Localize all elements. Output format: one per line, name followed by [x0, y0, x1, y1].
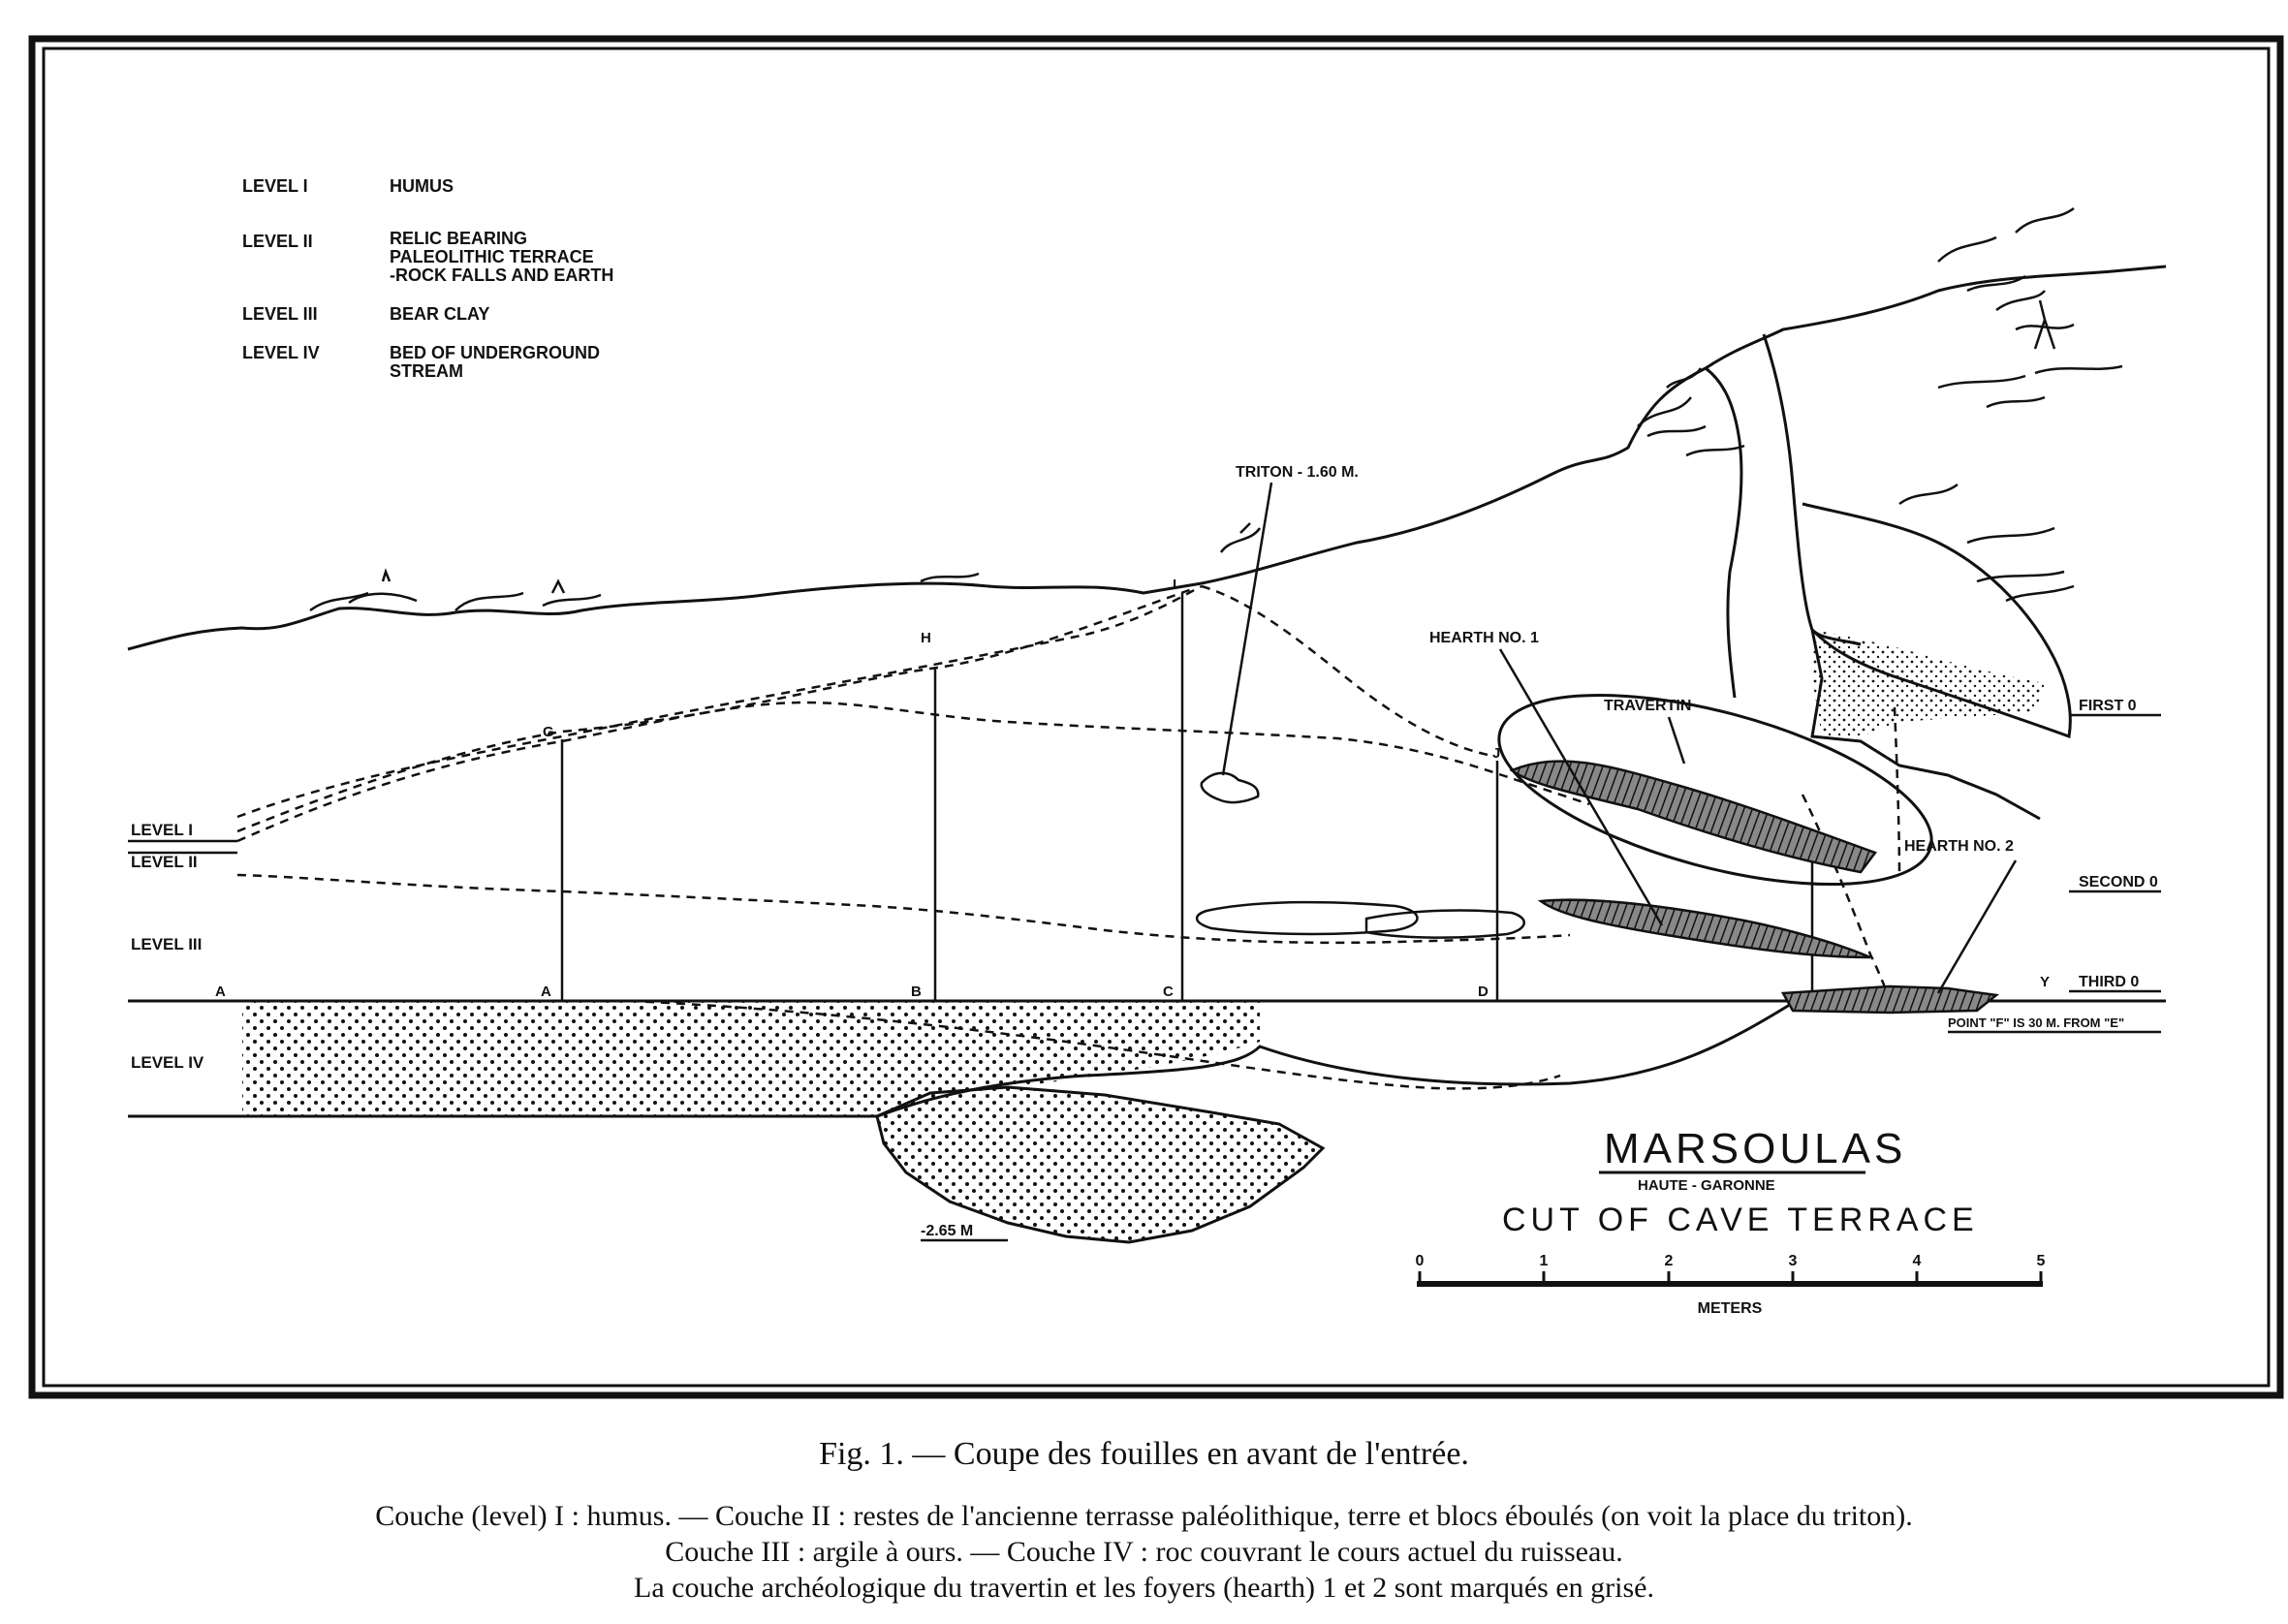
travertin-outline [1497, 693, 1933, 887]
first-zero-dotted-deposit [1812, 630, 2045, 736]
sand-lens-2 [1364, 909, 1525, 939]
cave-wall-right [1762, 333, 1862, 646]
point-D: D [1478, 984, 1489, 1000]
point-C: C [1163, 984, 1174, 1000]
left-label-level-2: LEVEL II [131, 853, 198, 871]
level-1-top-dashed [236, 584, 1203, 819]
level-2-dashed [236, 701, 1590, 843]
left-label-level-1: LEVEL I [131, 821, 193, 839]
travertin-leader [1667, 716, 1686, 765]
left-level-labels: LEVEL I LEVEL II LEVEL III LEVEL IV [131, 821, 204, 1072]
point-Y: Y [2040, 974, 2050, 990]
hearth-2 [1780, 984, 2000, 1015]
legend-desc-3: BEAR CLAY [390, 304, 489, 324]
scale-tick-4: 4 [1913, 1253, 1922, 1269]
ground-surface [127, 265, 2167, 651]
point-letters: A A B C D G H I J Y [215, 577, 2050, 1000]
outer-frame [28, 35, 2284, 1399]
triton-label: TRITON - 1.60 M. [1236, 464, 1359, 481]
level-1-lower-dashed [236, 587, 1193, 833]
scale-tick-0: 0 [1416, 1253, 1425, 1269]
leader-lines [921, 482, 2161, 1242]
triton-leader [1221, 482, 1273, 776]
point-G: G [543, 724, 554, 740]
depth-label: -2.65 M [921, 1223, 973, 1239]
legend-desc-4b: STREAM [390, 361, 463, 381]
hearth-1-leader [1498, 648, 1664, 926]
hearth-2-dashed [1801, 794, 1892, 999]
legend-level-2: LEVEL II [242, 232, 313, 251]
left-label-level-4: LEVEL IV [131, 1053, 204, 1072]
legend-desc-2b: PALEOLITHIC TERRACE [390, 247, 594, 266]
level-boundary-curves [236, 584, 1901, 1090]
title-subtitle: CUT OF CAVE TERRACE [1502, 1202, 1979, 1238]
point-B: B [911, 984, 922, 1000]
sand-lens-1 [1195, 900, 1419, 936]
cave-rock-face [1705, 366, 1743, 699]
scale-tick-1: 1 [1540, 1253, 1549, 1269]
scale-label: METERS [1698, 1300, 1763, 1317]
first-zero-label: FIRST 0 [2079, 698, 2137, 714]
hearth-1-label: HEARTH NO. 1 [1429, 630, 1539, 646]
point-A-left: A [215, 984, 226, 1000]
triton-shape [1200, 771, 1260, 804]
point-A: A [541, 984, 551, 1000]
triton-curve [1201, 584, 1493, 758]
point-H: H [921, 630, 931, 646]
legend-level-3: LEVEL III [242, 304, 318, 324]
scale-bar: 0 1 2 3 4 5 METERS [1416, 1253, 2046, 1317]
annotations: TRITON - 1.60 M. HEARTH NO. 1 TRAVERTIN … [921, 464, 2158, 1239]
level-4-pocket [875, 1085, 1326, 1244]
legend-desc-1: HUMUS [390, 176, 454, 196]
second-zero-label: SECOND 0 [2079, 874, 2158, 890]
hearth-2-leader [1936, 859, 2018, 994]
scale-tick-2: 2 [1665, 1253, 1674, 1269]
figure-caption-line-2: Couche III : argile à ours. — Couche IV … [665, 1536, 1623, 1568]
stream-bed-outline [876, 1001, 1794, 1118]
figure-caption-title: Fig. 1. — Coupe des fouilles en avant de… [819, 1436, 1469, 1472]
title-block: MARSOULAS HAUTE - GARONNE CUT OF CAVE TE… [1502, 1125, 1979, 1238]
legend-desc-2c: -ROCK FALLS AND EARTH [390, 265, 613, 285]
point-I: I [1173, 577, 1176, 593]
point-J: J [1492, 745, 1500, 762]
left-label-level-3: LEVEL III [131, 935, 202, 953]
cave-section-diagram: LEVEL I HUMUS LEVEL II RELIC BEARING PAL… [28, 35, 2284, 1399]
title-region: HAUTE - GARONNE [1638, 1177, 1775, 1194]
third-zero-label: THIRD 0 [2079, 974, 2139, 990]
legend-desc-2a: RELIC BEARING [390, 229, 527, 248]
figure-caption-line-3: La couche archéologique du travertin et … [634, 1572, 1654, 1604]
legend-desc-4a: BED OF UNDERGROUND [390, 343, 600, 362]
inner-frame [42, 47, 2271, 1388]
hearth-1 [1537, 898, 1871, 959]
travertin-archaeological-layer [1509, 760, 1878, 874]
vegetation-sketches [309, 206, 2123, 612]
legend-level-4: LEVEL IV [242, 343, 320, 362]
hearth-2-label: HEARTH NO. 2 [1904, 838, 2014, 855]
figure-caption-line-1: Couche (level) I : humus. — Couche II : … [375, 1500, 1913, 1532]
scale-tick-5: 5 [2037, 1253, 2046, 1269]
level-3-top-dashed [236, 873, 1571, 945]
legend: LEVEL I HUMUS LEVEL II RELIC BEARING PAL… [242, 176, 613, 381]
level-3-lower-dashed [629, 999, 1561, 1090]
point-note-label: POINT "F" IS 30 M. FROM "E" [1948, 1015, 2124, 1030]
legend-level-1: LEVEL I [242, 176, 308, 196]
travertin-label: TRAVERTIN [1604, 698, 1691, 714]
title-name: MARSOULAS [1604, 1125, 1906, 1172]
first-zero-dashed [1893, 706, 1901, 878]
scale-tick-3: 3 [1789, 1253, 1798, 1269]
